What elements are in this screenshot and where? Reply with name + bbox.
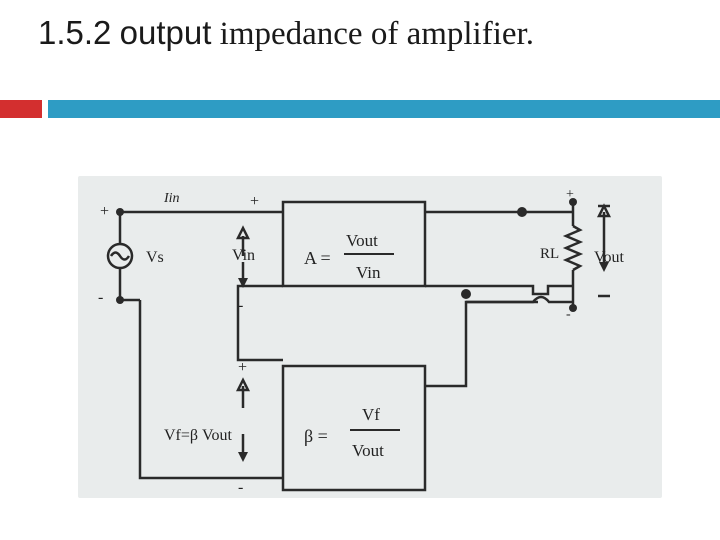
wire-vin-minus-to-feedback — [236, 284, 283, 362]
terminal-in-plus — [116, 208, 124, 216]
terminal-out-minus — [569, 304, 577, 312]
label-vout: Vout — [594, 249, 624, 266]
vout-arrow-down — [599, 262, 609, 272]
vout-arrow — [596, 203, 612, 298]
accent-bar-blue — [48, 100, 720, 118]
label-in-plus: + — [100, 203, 109, 220]
label-b-den: Vout — [352, 441, 384, 460]
label-a-num: Vout — [346, 231, 378, 250]
node-output-bottom — [461, 289, 471, 299]
title-number: 1.5.2 — [38, 14, 112, 51]
label-vin-minus: - — [238, 297, 243, 314]
wire-out-bottom — [425, 284, 573, 296]
title-rest: impedance of amplifier. — [219, 16, 534, 52]
accent-bar-red — [0, 100, 42, 118]
label-b-lhs: β = — [304, 426, 328, 446]
label-a-lhs: A = — [304, 248, 331, 268]
feedback-box — [281, 364, 427, 492]
wire-crossing — [466, 295, 573, 304]
label-vf: Vf=β Vout — [164, 427, 233, 444]
wire-feedback-output — [425, 300, 538, 388]
label-out-plus: + — [566, 187, 574, 202]
ac-wave-icon — [109, 251, 131, 261]
terminal-in-minus — [116, 296, 124, 304]
label-vf-plus: + — [238, 359, 247, 376]
ac-source-icon — [106, 242, 134, 270]
circuit-svg: Iin + Vs - + Vin - A = Vout Vin + RL Vou… — [98, 187, 624, 496]
resistor-icon — [562, 224, 584, 272]
feedback-amplifier-diagram: Iin + Vs - + Vin - A = Vout Vin + RL Vou… — [78, 176, 662, 498]
title-keyword: output — [119, 14, 212, 51]
vin-arrow-down — [238, 278, 248, 288]
label-out-minus: - — [566, 307, 571, 322]
label-rl: RL — [540, 246, 559, 262]
wire-left-return — [138, 300, 283, 480]
label-in-minus: - — [98, 289, 103, 306]
node-output-top — [517, 207, 527, 217]
terminal-out-plus — [569, 198, 577, 206]
label-a-den: Vin — [356, 263, 381, 282]
vin-arrow-up — [235, 225, 251, 256]
label-vin-plus: + — [250, 193, 259, 210]
label-b-num: Vf — [362, 405, 380, 424]
label-vs: Vs — [146, 249, 164, 266]
slide-title: 1.5.2 output impedance of amplifier. — [38, 14, 534, 53]
vf-arrow-down — [238, 452, 248, 462]
label-iin: Iin — [163, 191, 180, 206]
vf-arrow-up — [235, 377, 251, 408]
amplifier-box — [281, 200, 427, 288]
label-vf-minus: - — [238, 479, 243, 496]
label-vin: Vin — [232, 247, 255, 264]
terminals — [116, 198, 577, 312]
